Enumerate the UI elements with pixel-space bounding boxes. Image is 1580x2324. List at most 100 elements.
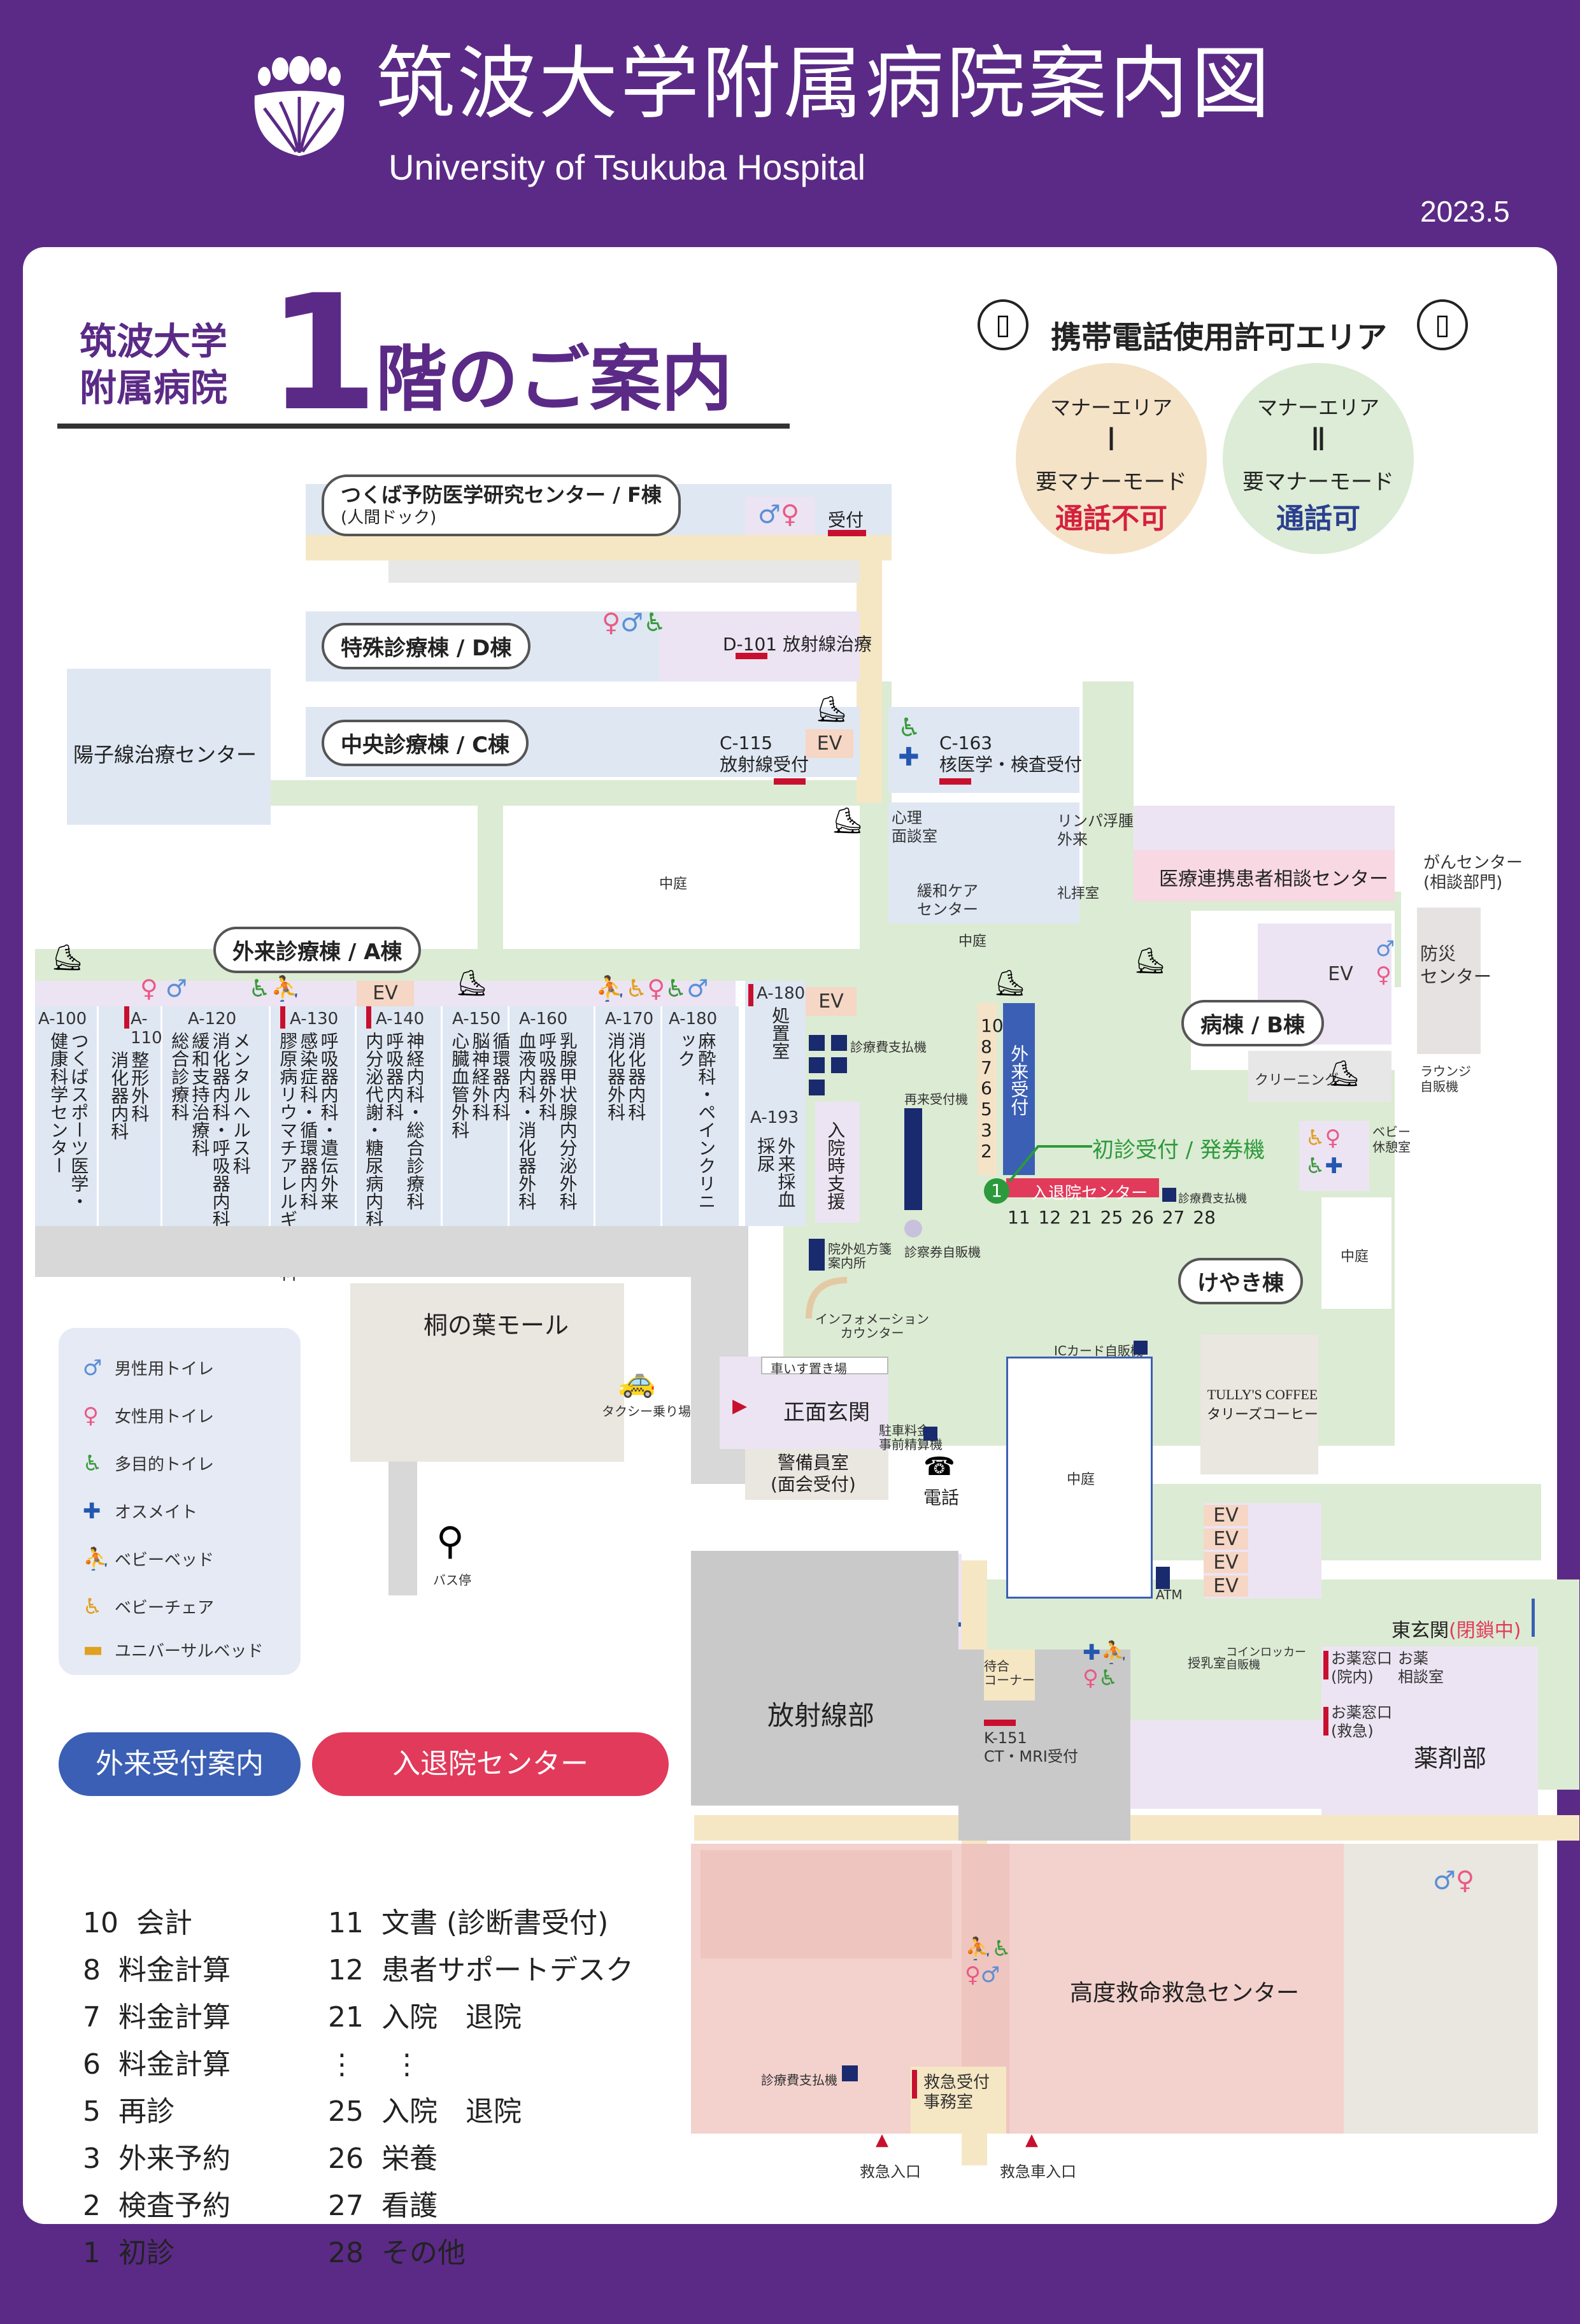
elevator-east-2: EV — [1204, 1529, 1248, 1550]
restroom-icons-a: ♀ ♂ ♿⛹ — [140, 974, 301, 1002]
restroom-icon: ♀♂♿ — [602, 608, 667, 638]
c115-label: C-115 放射線受付 — [720, 732, 809, 775]
floor-title-underline — [57, 424, 790, 429]
floor-label: 階のご案内 — [376, 338, 732, 421]
bus-stop-icon: ⚲ — [436, 1519, 464, 1564]
phone-area-title: 携帯電話使用許可エリア — [1051, 320, 1388, 355]
revision-date: 2023.5 — [1420, 195, 1510, 228]
a193-code: A-193 — [750, 1108, 799, 1127]
emergency-entrance-label: 救急入口 — [860, 2163, 921, 2181]
tullys-coffee[interactable] — [1200, 1334, 1318, 1474]
c163-marker — [939, 778, 971, 785]
elevator-east-3: EV — [1204, 1552, 1248, 1573]
taxi-icon: 🚕 — [618, 1364, 656, 1399]
k151-marker — [984, 1720, 1016, 1726]
ambulance-entrance-label: 救急車入口 — [1000, 2163, 1076, 2181]
baby-room — [1299, 1121, 1369, 1191]
card-kiosk[interactable] — [904, 1220, 922, 1237]
main-entrance-label: 正面玄関 — [783, 1400, 870, 1425]
ambulance-entrance-arrow: ▲ — [1025, 2130, 1038, 2149]
courtyard-label: 中庭 — [1341, 1249, 1369, 1265]
kiosk[interactable] — [809, 1239, 825, 1271]
courtyard — [509, 806, 857, 949]
emergency-west-inner — [701, 1850, 952, 1958]
restroom-icon: ♂♀ — [1376, 936, 1395, 988]
building-c163 — [888, 707, 1079, 793]
payment-machine-label: 診療費支払機 — [850, 1039, 927, 1055]
restroom-icon: ♂♀ — [1433, 1866, 1475, 1895]
kiosk[interactable] — [831, 1057, 847, 1073]
kiosk[interactable] — [831, 1035, 847, 1051]
kiosk[interactable] — [923, 1427, 937, 1441]
yaku-kyu-label: お薬窓口 (救急) — [1331, 1704, 1392, 1740]
kiosk[interactable] — [904, 1108, 922, 1210]
room-rinpa-label: リンパ浮腫 外来 — [1057, 812, 1134, 848]
shoshin-leader-line — [1008, 1145, 1092, 1183]
security-label: 警備員室 (面会受付) — [771, 1452, 856, 1495]
corridor-ew-beige — [694, 1815, 1579, 1841]
admission-guide-header: 入退院センター — [312, 1732, 669, 1796]
info-counter-arc — [806, 1277, 848, 1319]
emergency-east — [1344, 1844, 1538, 2134]
room-a180-shochi — [745, 981, 806, 1226]
legend-row: ♿ベビーチェア — [83, 1593, 215, 1620]
room-shinri-label: 心理 面談室 — [892, 809, 937, 845]
building-b-top — [1134, 806, 1395, 850]
kiri-mall — [350, 1283, 624, 1462]
kiosk[interactable] — [842, 2065, 858, 2081]
a-clinic-140: A-140 神経内科・総合診療科 呼吸器内科 内分泌代謝・糖尿病内科 — [357, 1006, 443, 1228]
corridor-f-vert — [857, 535, 882, 802]
f-wing-gray — [388, 560, 860, 583]
escalator-icon: ⛸ — [815, 695, 848, 724]
f-reception-marker — [828, 530, 866, 536]
floor-hospital-name: 筑波大学附属病院 — [80, 320, 228, 410]
courtyard-label: 中庭 — [1067, 1472, 1095, 1488]
label-yoshisen: 陽子線治療センター — [73, 743, 257, 767]
legend-row: ♀女性用トイレ — [83, 1402, 215, 1429]
a-clinic-120: A-120 メンタルヘルス科 消化器内科・呼吸器内科 緩和支持治療科 総合診療科 — [162, 1006, 271, 1228]
c163-label: C-163 核医学・検査受付 — [939, 732, 1083, 775]
a-clinic-160: A-160 乳腺甲状腺内分泌外科 呼吸器外科 血液内科・消化器外科 — [509, 1006, 595, 1226]
legend-row: ♂男性用トイレ — [83, 1355, 215, 1381]
kiosk[interactable] — [809, 1035, 825, 1051]
restroom-icons: ✚⛹♀♿ — [1083, 1640, 1128, 1691]
f-reception: 受付 — [828, 510, 864, 531]
a-clinic-170: A-170 消化器内科 消化器外科 — [595, 1006, 662, 1226]
baby-icons: ♿♀♿✚ — [1306, 1125, 1343, 1180]
east-entrance-line — [1532, 1599, 1535, 1637]
room-iryo-label: 医療連携患者相談センター — [1159, 868, 1388, 890]
kiosk[interactable] — [1162, 1188, 1176, 1202]
building-yoshisen — [67, 669, 271, 825]
label-building-c: 中央診療棟 / C棟 — [322, 720, 529, 766]
manner-zone-2: マナーエリア Ⅱ 要マナーモード 通話可 — [1223, 363, 1414, 554]
shoshin-marker[interactable]: 1 — [984, 1178, 1009, 1204]
wheelchair-storage — [761, 1357, 888, 1374]
security-room — [745, 1449, 888, 1500]
legend-row: ▬ユニバーサルベッド — [83, 1637, 264, 1662]
kiosk[interactable] — [809, 1080, 825, 1095]
room-cleaning — [1248, 1051, 1391, 1102]
nyuin-shien-label: 入院時支援 — [825, 1121, 846, 1210]
room-lounge-label: ラウンジ 自販機 — [1420, 1064, 1471, 1094]
courtyard-label: 中庭 — [659, 876, 688, 892]
elevator-a: EV — [357, 981, 414, 1006]
bus-label: バス停 — [433, 1572, 471, 1588]
floor-number: 1 — [267, 260, 378, 446]
kiosk[interactable] — [809, 1057, 825, 1073]
building-f-restroom — [745, 497, 815, 535]
phone-icon: ▯ — [1417, 299, 1468, 350]
building-lavender-east — [1130, 1720, 1321, 1809]
baby-bed-icon: ⛹ — [83, 1546, 110, 1572]
kiosk[interactable] — [1134, 1341, 1148, 1355]
a180-marker — [748, 984, 753, 1006]
kiri-mall-stem — [388, 1462, 417, 1595]
ic-kiosk-label: ICカード自販機 — [1054, 1343, 1143, 1358]
a-clinic-row — [35, 1006, 739, 1226]
a-clinic-130: A-130 呼吸器内科・遺伝外来 感染症科・循環器内科 膠原病リウマチアレルギー… — [271, 1006, 357, 1281]
atm[interactable] — [1156, 1567, 1170, 1589]
escalator-icon: ⛸ — [455, 969, 488, 998]
counter-row — [1006, 1178, 1159, 1197]
east-entrance-label: 東玄関(閉鎖中) — [1391, 1620, 1521, 1642]
label-building-a: 外来診療棟 / A棟 — [213, 927, 422, 973]
